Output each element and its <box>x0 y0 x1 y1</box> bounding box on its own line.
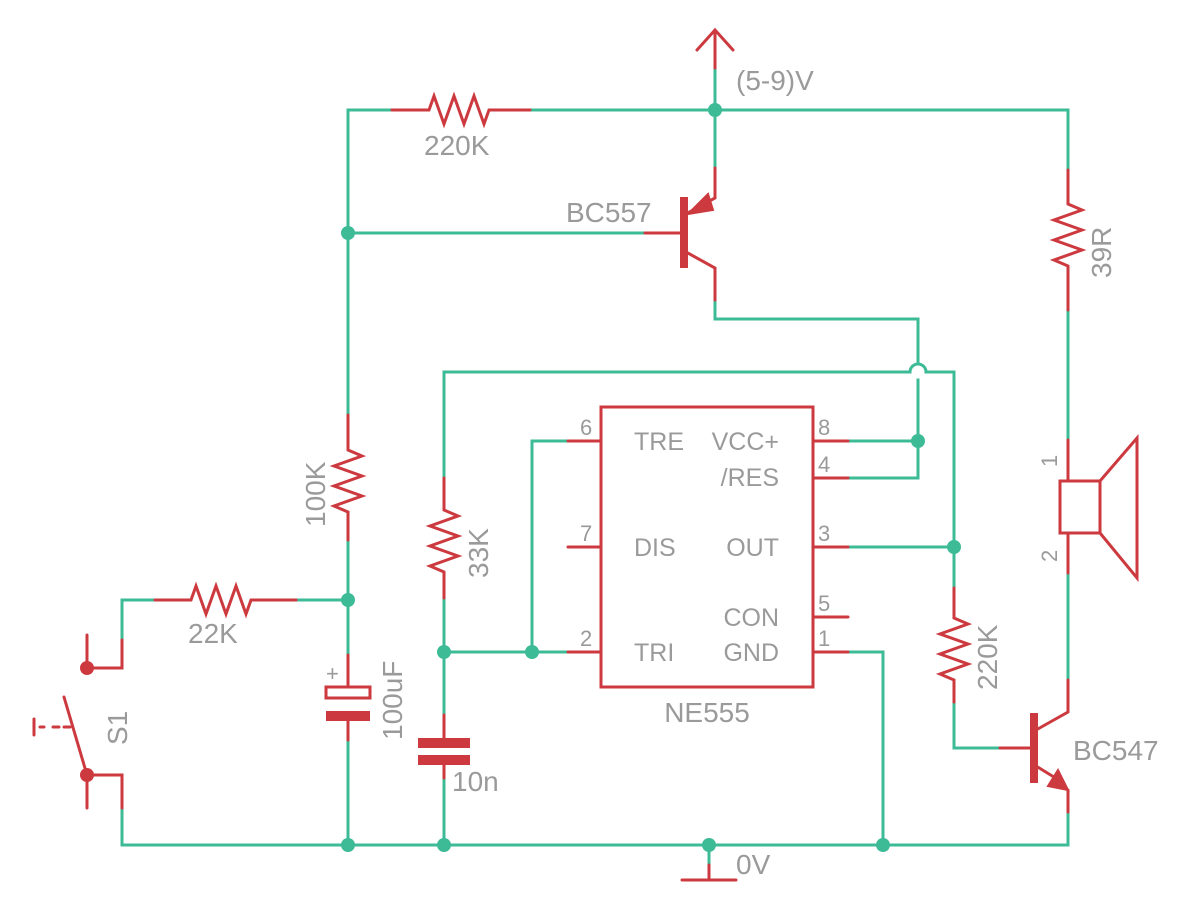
ic-pin4-number: 4 <box>818 452 830 477</box>
transistor-bc547-label: BC547 <box>1073 735 1159 766</box>
resistor-top-label: 220K <box>424 130 490 161</box>
speaker-pin1-label: 1 <box>1037 455 1062 467</box>
ic-pin1-name: GND <box>723 639 779 667</box>
resistor-22k: 22K <box>153 581 298 649</box>
wire-npn-base <box>952 700 1002 750</box>
resistor-100k-label: 100K <box>300 461 331 527</box>
ic-ne555: 6 7 2 8 4 3 5 1 TRE DIS TRI VCC+ /RES OU… <box>566 405 850 728</box>
junction-22k <box>341 593 355 607</box>
junction-trigger <box>525 645 539 659</box>
capacitor-100uf: + 100uF <box>324 653 408 742</box>
wire-pin1 <box>846 650 885 847</box>
capacitor-100uf-label: 100uF <box>377 661 408 740</box>
junction-gnd-symbol <box>702 838 716 852</box>
wire-22k-left <box>120 598 157 642</box>
junctions <box>341 103 961 852</box>
ic-pin2-number: 2 <box>580 626 592 651</box>
wire-out-feedback-2 <box>924 370 956 590</box>
vcc-label: (5-9)V <box>736 65 814 96</box>
resistor-220k-out: 220K <box>935 586 1003 704</box>
ic-pin5-name: CON <box>723 604 779 632</box>
ic-pin1-number: 1 <box>818 626 830 651</box>
resistor-33k-label: 33K <box>463 528 494 578</box>
ic-pin2-name: TRI <box>634 639 674 667</box>
ic-pin4-name: /RES <box>721 464 779 492</box>
transistor-bc547: BC547 <box>998 678 1159 814</box>
resistor-top: 220K <box>390 91 532 161</box>
transistor-bc557-label: BC557 <box>566 197 652 228</box>
ic-pin7-name: DIS <box>634 534 676 562</box>
resistor-220k-out-label: 220K <box>972 624 1003 690</box>
junction-gnd-ic <box>876 838 890 852</box>
ic-pin3-number: 3 <box>818 521 830 546</box>
junction-gnd-left <box>341 838 355 852</box>
wire-crossover-hop <box>908 362 928 374</box>
ic-pin5-number: 5 <box>818 591 830 616</box>
speaker-pin2-label: 2 <box>1037 550 1062 562</box>
resistor-39r-label: 39R <box>1086 227 1117 278</box>
ic-pin6-number: 6 <box>580 415 592 440</box>
junction-vcc <box>911 434 925 448</box>
wire-top-mid <box>528 108 1070 172</box>
ic-pin7-number: 7 <box>580 521 592 546</box>
ic-pin8-name: VCC+ <box>712 428 779 456</box>
wire-pnp-collector <box>713 298 920 364</box>
wire-pin6-loop <box>530 439 570 654</box>
wires <box>120 66 1070 867</box>
ic-pin8-number: 8 <box>818 415 830 440</box>
junction-top-rail <box>708 103 722 117</box>
switch-s1-label: S1 <box>102 711 133 745</box>
resistor-39r: 39R <box>1049 168 1117 312</box>
resistor-100k: 100K <box>300 413 367 542</box>
resistor-22k-label: 22K <box>188 618 238 649</box>
capacitor-10n: 10n <box>418 713 499 797</box>
resistor-33k: 33K <box>425 476 494 600</box>
junction-out <box>947 540 961 554</box>
ground-symbol: 0V <box>680 849 771 882</box>
ic-pin3-name: OUT <box>726 534 779 562</box>
vcc-symbol: (5-9)V <box>695 27 814 96</box>
transistor-bc557: BC557 <box>566 166 717 302</box>
junction-gnd-timing <box>437 838 451 852</box>
switch-s1: S1 <box>32 633 133 810</box>
capacitor-100uf-polarity: + <box>326 661 339 686</box>
speaker: 1 2 <box>1037 433 1139 583</box>
wire-out-feedback <box>442 370 912 480</box>
junction-timing <box>437 645 451 659</box>
capacitor-10n-label: 10n <box>452 766 499 797</box>
ic-part-label: NE555 <box>664 697 750 728</box>
ic-pin6-name: TRE <box>634 428 684 456</box>
junction-pnp-base <box>341 226 355 240</box>
ground-label: 0V <box>736 849 771 880</box>
wire-vcc-down <box>846 378 920 480</box>
